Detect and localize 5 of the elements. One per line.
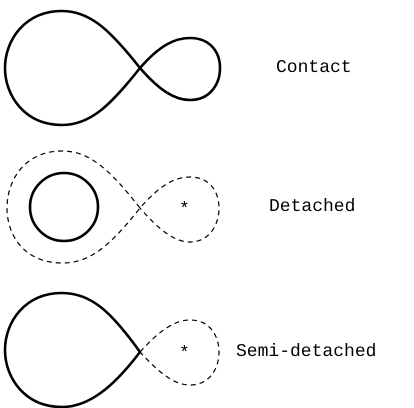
row-label: Contact bbox=[276, 58, 352, 78]
star-mark: * bbox=[179, 344, 190, 364]
row-label: Semi-detached bbox=[236, 342, 376, 362]
star-mark: * bbox=[179, 200, 190, 220]
row-label: Detached bbox=[269, 197, 356, 217]
